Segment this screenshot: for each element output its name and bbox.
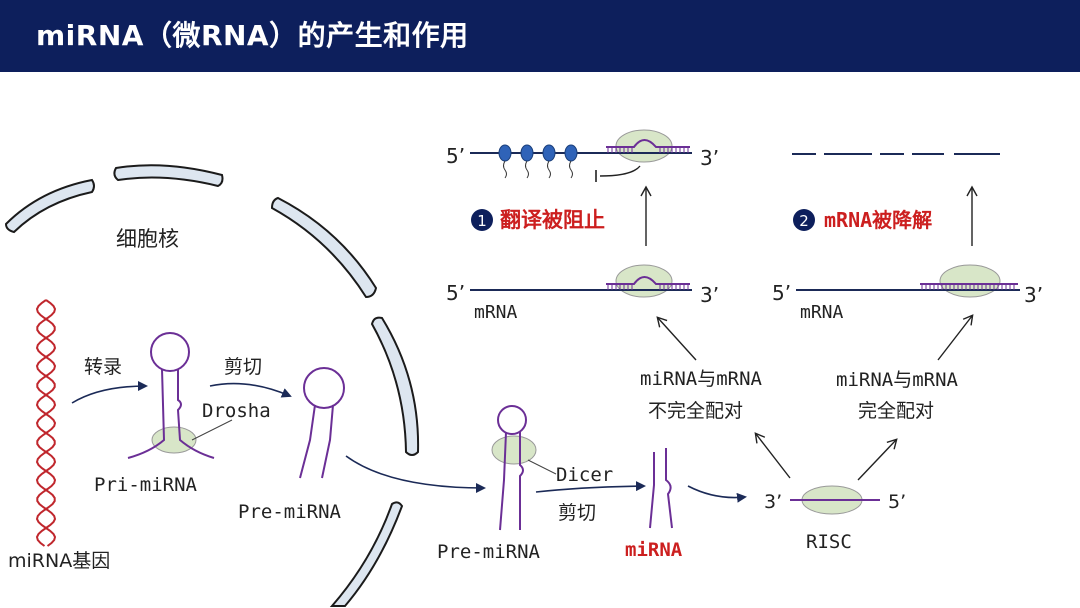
risc-3prime: 3’ xyxy=(764,491,782,513)
three-prime-left-top: 3’ xyxy=(700,146,719,170)
perfect-label-line2: 完全配对 xyxy=(858,400,934,422)
nucleus-label: 细胞核 xyxy=(116,227,179,251)
dna-helix xyxy=(35,299,57,547)
outcome2-badge xyxy=(793,209,815,231)
branch-arrows xyxy=(640,185,978,481)
risc-label: RISC xyxy=(806,531,852,553)
mrna-label-left: mRNA xyxy=(474,302,518,323)
imperfect-label-line1: miRNA与mRNA xyxy=(640,368,763,390)
outcome2-number: 2 xyxy=(799,212,809,230)
translation-blocked xyxy=(470,129,692,182)
page-title: miRNA（微RNA）的产生和作用 xyxy=(36,19,469,52)
three-prime-left-bottom: 3’ xyxy=(700,283,719,307)
gene-label: miRNA基因 xyxy=(8,550,110,572)
pre-mirna-dicer-hairpin xyxy=(491,405,537,531)
ribosome-icons xyxy=(498,144,578,162)
pre-mirna-label-1: Pre-miRNA xyxy=(238,501,342,523)
cut-label-1: 剪切 xyxy=(224,356,262,378)
risc-complex xyxy=(790,485,880,515)
perfect-label-line1: miRNA与mRNA xyxy=(836,369,959,391)
dicer-pointer xyxy=(527,459,557,475)
drosha-label: Drosha xyxy=(202,400,271,422)
pre-mirna-hairpin xyxy=(299,367,345,479)
dicer-label: Dicer xyxy=(556,464,613,486)
five-prime-right-bottom: 5’ xyxy=(772,281,791,305)
outcome2-label: mRNA被降解 xyxy=(824,208,932,232)
five-prime-left-bottom: 5’ xyxy=(446,281,465,305)
transcription-label: 转录 xyxy=(84,356,122,378)
mrna-perfect-binding xyxy=(796,264,1020,298)
pri-mirna-hairpin xyxy=(127,332,215,459)
mrna-imperfect-binding xyxy=(470,264,692,298)
title-bar: miRNA（微RNA）的产生和作用 xyxy=(0,0,1080,72)
mrna-label-right: mRNA xyxy=(800,302,844,323)
pri-mirna-label: Pri-miRNA xyxy=(94,474,198,496)
pre-mirna-label-2: Pre-miRNA xyxy=(437,541,541,563)
five-prime-left-top: 5’ xyxy=(446,144,465,168)
three-prime-right-bottom: 3’ xyxy=(1024,283,1043,307)
outcome1-badge xyxy=(471,209,493,231)
mirna-duplex xyxy=(649,448,673,529)
risc-5prime: 5’ xyxy=(888,491,906,513)
nuclear-envelope xyxy=(4,164,420,607)
process-arrows xyxy=(71,381,747,503)
outcome1-number: 1 xyxy=(477,212,487,230)
drosha-pointer xyxy=(191,419,233,441)
mirna-label: miRNA xyxy=(625,539,683,561)
outcome1-label: 翻译被阻止 xyxy=(500,208,605,232)
imperfect-label-line2: 不完全配对 xyxy=(648,400,743,422)
cut-label-2: 剪切 xyxy=(558,502,596,524)
